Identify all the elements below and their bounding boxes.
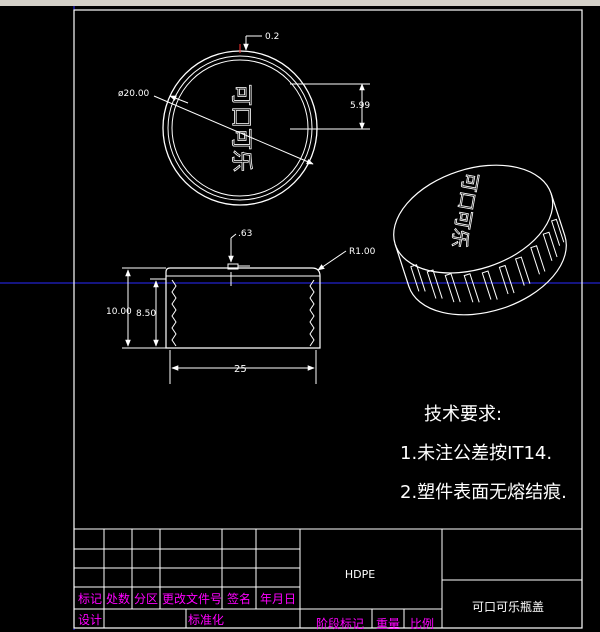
height-dim-label: 5.99 [350,101,370,111]
section-view [122,233,347,384]
top-view-middle-circle [167,55,313,201]
iso-side-outline [394,193,567,316]
section-outline [165,267,321,349]
diameter-dim-label: ø20.00 [118,89,150,99]
right-thread [309,279,315,347]
inner-height-dim-label: 8.50 [136,309,156,319]
tb-weight: 重量 [376,617,401,631]
title-block [73,528,583,629]
tb-header-signature: 签名 [227,592,252,606]
width-dim-label: 25 [234,364,247,375]
tb-header-zone: 分区 [134,592,159,606]
toolbar-strip [0,0,600,6]
tb-header-change-doc: 更改文件号 [162,592,223,606]
radius-leader [317,250,347,271]
tb-standard: 标准化 [188,613,225,627]
note-item-1: 1.未注公差按IT14. [400,443,553,464]
thickness-dim-label: 0.2 [265,32,279,42]
iso-cap-text: 可口可乐 [447,171,482,250]
top-view [153,35,370,206]
tb-header-date: 年月日 [260,592,297,606]
outer-height-dim-label: 10.00 [106,307,132,317]
tb-header-mark: 标记 [78,592,103,606]
tb-design: 设计 [78,613,103,627]
top-view-inner-circle [171,59,309,197]
left-thread [171,279,177,347]
iso-view [393,164,567,316]
diameter-leader [153,95,314,165]
tb-stage-mark: 阶段标记 [316,617,365,631]
notes-heading: 技术要求: [424,404,503,425]
tb-scale: 比例 [410,617,435,631]
material-label: HDPE [345,568,375,581]
tb-header-count: 处数 [106,592,131,606]
gap-dim-label: .63 [238,229,252,239]
tb-part-name: 可口可乐瓶盖 [472,600,545,614]
iso-grip-ribs [410,218,565,303]
note-item-2: 2.塑件表面无熔结痕. [400,482,567,503]
radius-dim-label: R1.00 [349,247,376,257]
drawing-frame [73,9,583,629]
top-view-cap-text: 可口可乐 [228,84,253,172]
